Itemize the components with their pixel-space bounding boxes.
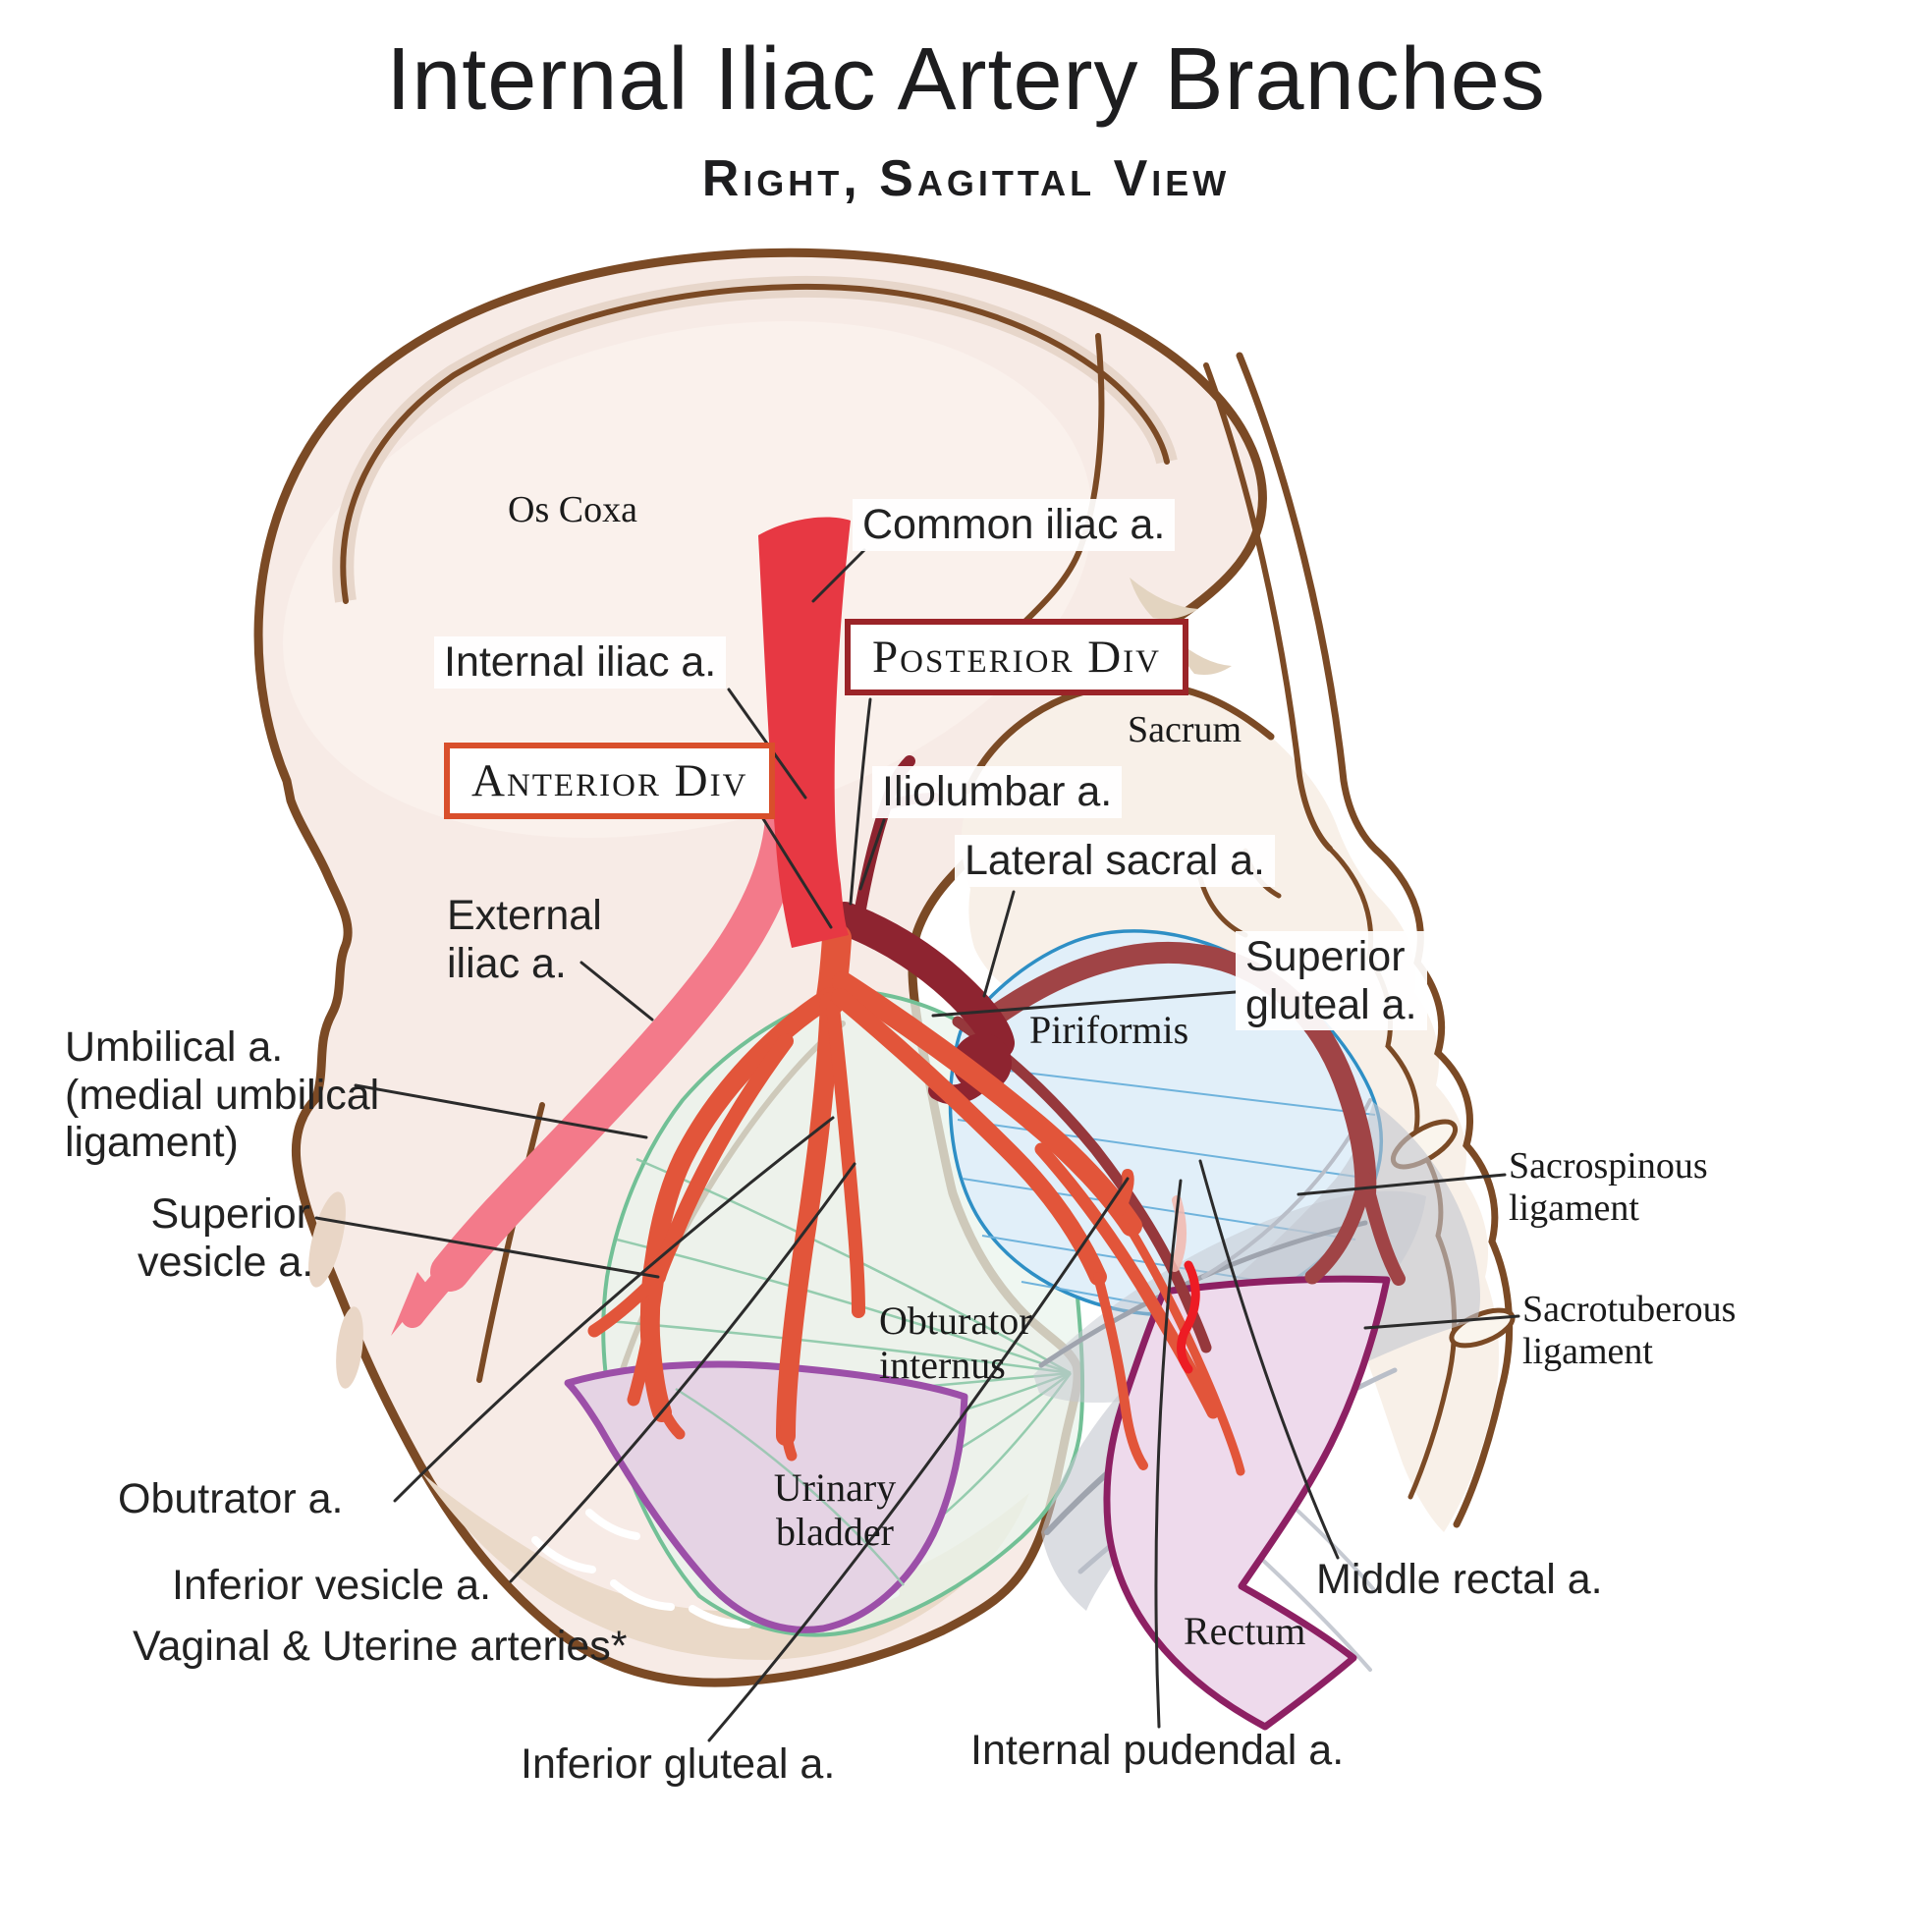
label-anterior-division-box: Anterior Div — [444, 743, 776, 819]
label-umbilical-line3: ligament) — [65, 1119, 239, 1167]
label-sacrospinous-line1: Sacrospinous — [1509, 1145, 1708, 1187]
label-external-iliac-line2: iliac a. — [447, 939, 567, 987]
leader-iliolumbar — [858, 818, 886, 891]
leader-lines — [314, 548, 1520, 1742]
leader-obutrator — [393, 1116, 835, 1503]
obturator-artery — [776, 992, 840, 1446]
label-sacrotuberous-line1: Sacrotuberous — [1522, 1289, 1737, 1330]
label-superior-gluteal: Superior gluteal a. — [1236, 931, 1427, 1031]
label-sacrotuberous-line2: ligament — [1522, 1330, 1653, 1372]
label-iliolumbar: Iliolumbar a. — [872, 766, 1123, 818]
label-superior-vesicle: Superior vesicle a. — [138, 1190, 314, 1286]
middle-rectal-artery — [1034, 1142, 1220, 1419]
leader-sacrospinous — [1297, 1173, 1507, 1196]
label-sacrospinous: Sacrospinous ligament — [1509, 1145, 1708, 1230]
label-obturator-internus-line1: Obturator — [879, 1298, 1032, 1343]
inferior-vesicle-artery — [826, 1000, 865, 1318]
leader-common-iliac — [811, 548, 866, 603]
page-subtitle: Right, Sagittal View — [701, 150, 1231, 207]
label-rectum: Rectum — [1184, 1609, 1306, 1653]
label-sacrotuberous: Sacrotuberous ligament — [1522, 1289, 1736, 1373]
leader-umbilical — [354, 1083, 648, 1139]
label-vaginal-uterine: Vaginal & Uterine arteries* — [133, 1623, 628, 1670]
umbilical-artery — [639, 987, 840, 1422]
posterior-division-trunk — [828, 902, 1015, 1060]
label-superior-gluteal-line2: gluteal a. — [1245, 980, 1417, 1028]
label-middle-rectal: Middle rectal a. — [1316, 1556, 1603, 1603]
label-urinary-bladder: Urinary bladder — [742, 1465, 928, 1554]
leader-lateral-sacral — [982, 890, 1016, 998]
label-internal-iliac: Internal iliac a. — [434, 636, 727, 689]
label-inferior-vesicle: Inferior vesicle a. — [172, 1562, 492, 1609]
sacrum-lateral-edge — [1236, 352, 1514, 1528]
rectum-organ — [1103, 1275, 1391, 1731]
label-inferior-gluteal: Inferior gluteal a. — [521, 1740, 836, 1788]
label-external-iliac: External iliac a. — [447, 892, 602, 987]
label-sacrum: Sacrum — [1128, 709, 1242, 750]
label-posterior-division-box: Posterior Div — [845, 619, 1188, 695]
label-sacrospinous-line2: ligament — [1509, 1187, 1639, 1229]
leader-superior-vesicle — [314, 1216, 660, 1279]
label-urinary-bladder-line2: bladder — [776, 1510, 894, 1555]
leader-sacrotuberous — [1363, 1314, 1520, 1330]
label-obturator-internus: Obturator internus — [879, 1298, 1032, 1387]
leader-inferior-vesicle — [509, 1162, 856, 1583]
label-umbilical-line2: (medial umbilical — [65, 1071, 380, 1119]
leader-inferior-gluteal — [707, 1177, 1130, 1742]
label-superior-vesicle-line1: Superior — [150, 1190, 310, 1238]
label-urinary-bladder-line1: Urinary — [773, 1465, 897, 1510]
label-umbilical: Umbilical a. (medial umbilical ligament) — [65, 1023, 379, 1167]
label-common-iliac: Common iliac a. — [853, 499, 1176, 551]
superior-vesicle-artery — [650, 1033, 794, 1285]
common-internal-iliac-artery — [758, 517, 851, 948]
label-internal-pudendal: Internal pudendal a. — [970, 1727, 1345, 1774]
leader-middle-rectal — [1198, 1159, 1340, 1560]
internal-pudendal-artery — [831, 988, 1107, 1286]
label-piriformis: Piriformis — [1029, 1008, 1189, 1052]
page-title: Internal Iliac Artery Branches — [386, 30, 1546, 129]
label-external-iliac-line1: External — [447, 892, 602, 939]
label-superior-gluteal-line1: Superior — [1245, 933, 1406, 980]
label-lateral-sacral: Lateral sacral a. — [955, 835, 1275, 887]
anterior-division-arteries — [587, 923, 1245, 1476]
label-obturator-internus-line2: internus — [879, 1343, 1006, 1388]
inferior-gluteal-artery — [832, 971, 1142, 1237]
leader-internal-pudendal — [1154, 1179, 1183, 1729]
bright-red-vessel — [1177, 1260, 1200, 1374]
label-superior-vesicle-line2: vesicle a. — [138, 1238, 314, 1286]
label-obutrator-a: Obutrator a. — [118, 1475, 344, 1522]
leader-posterior-div — [849, 697, 872, 906]
leader-external-iliac — [580, 961, 654, 1021]
label-os-coxa: Os Coxa — [508, 489, 637, 530]
leader-superior-gluteal — [931, 990, 1238, 1018]
label-umbilical-line1: Umbilical a. — [65, 1023, 284, 1071]
